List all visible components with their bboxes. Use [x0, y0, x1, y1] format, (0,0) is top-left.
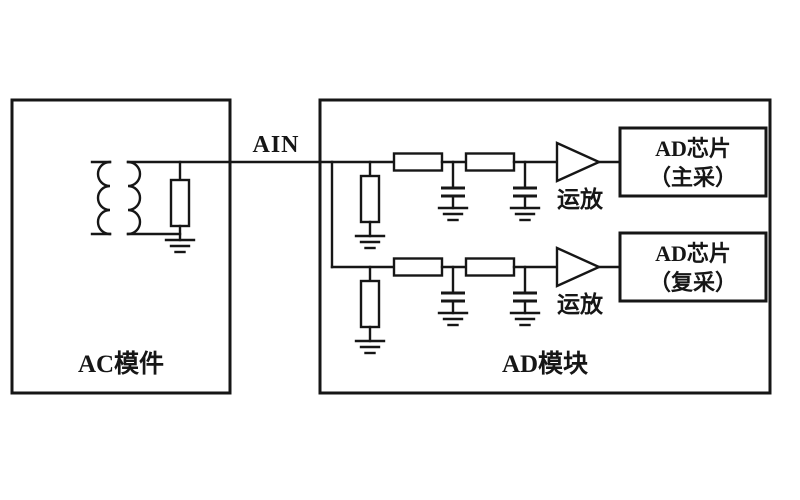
ground-icon [354, 339, 386, 355]
ad-chip-main-line2: （主采） [649, 165, 737, 190]
opamp-label: 运放 [557, 186, 604, 212]
ground-icon [437, 206, 469, 222]
opamp-icon [555, 141, 602, 183]
ad-chip-backup-box [618, 231, 768, 303]
ground-icon [354, 234, 386, 250]
ad-chip-main-line1: AD芯片 [655, 136, 731, 161]
channel-backup-sampling: 运放 AD芯片 （复采） [330, 231, 768, 355]
burden-resistor [169, 178, 191, 228]
series-resistor [464, 257, 516, 277]
ain-label: AIN [252, 132, 299, 158]
opamp-label: 运放 [557, 291, 604, 317]
ground-icon [437, 311, 469, 327]
series-resistor [392, 257, 444, 277]
capacitor-icon [437, 160, 469, 222]
ad-module: 运放 AD芯片 （主采） [318, 98, 772, 395]
capacitor-icon [509, 160, 541, 222]
ground-icon [164, 238, 196, 254]
ac-module-label: AC模件 [78, 349, 164, 378]
opamp-icon [555, 246, 602, 288]
ad-module-box [318, 98, 772, 395]
ad-chip-backup-line2: （复采） [649, 270, 737, 295]
ac-module-box [10, 98, 232, 395]
ad-module-label: AD模块 [502, 349, 588, 378]
ad-chip-main-box [618, 126, 768, 198]
capacitor-icon [437, 265, 469, 327]
capacitor-icon [509, 265, 541, 327]
series-resistor [392, 152, 444, 172]
channel-main-sampling: 运放 AD芯片 （主采） [354, 126, 768, 250]
transformer-icon [90, 160, 142, 236]
primary-winding [96, 160, 112, 236]
ac-module: AC模件 [10, 98, 232, 395]
ground-icon [509, 206, 541, 222]
ad-chip-backup-line1: AD芯片 [655, 241, 731, 266]
series-resistor [464, 152, 516, 172]
ground-icon [509, 311, 541, 327]
secondary-winding [126, 160, 142, 236]
shunt-resistor [359, 279, 381, 329]
shunt-resistor [359, 174, 381, 224]
